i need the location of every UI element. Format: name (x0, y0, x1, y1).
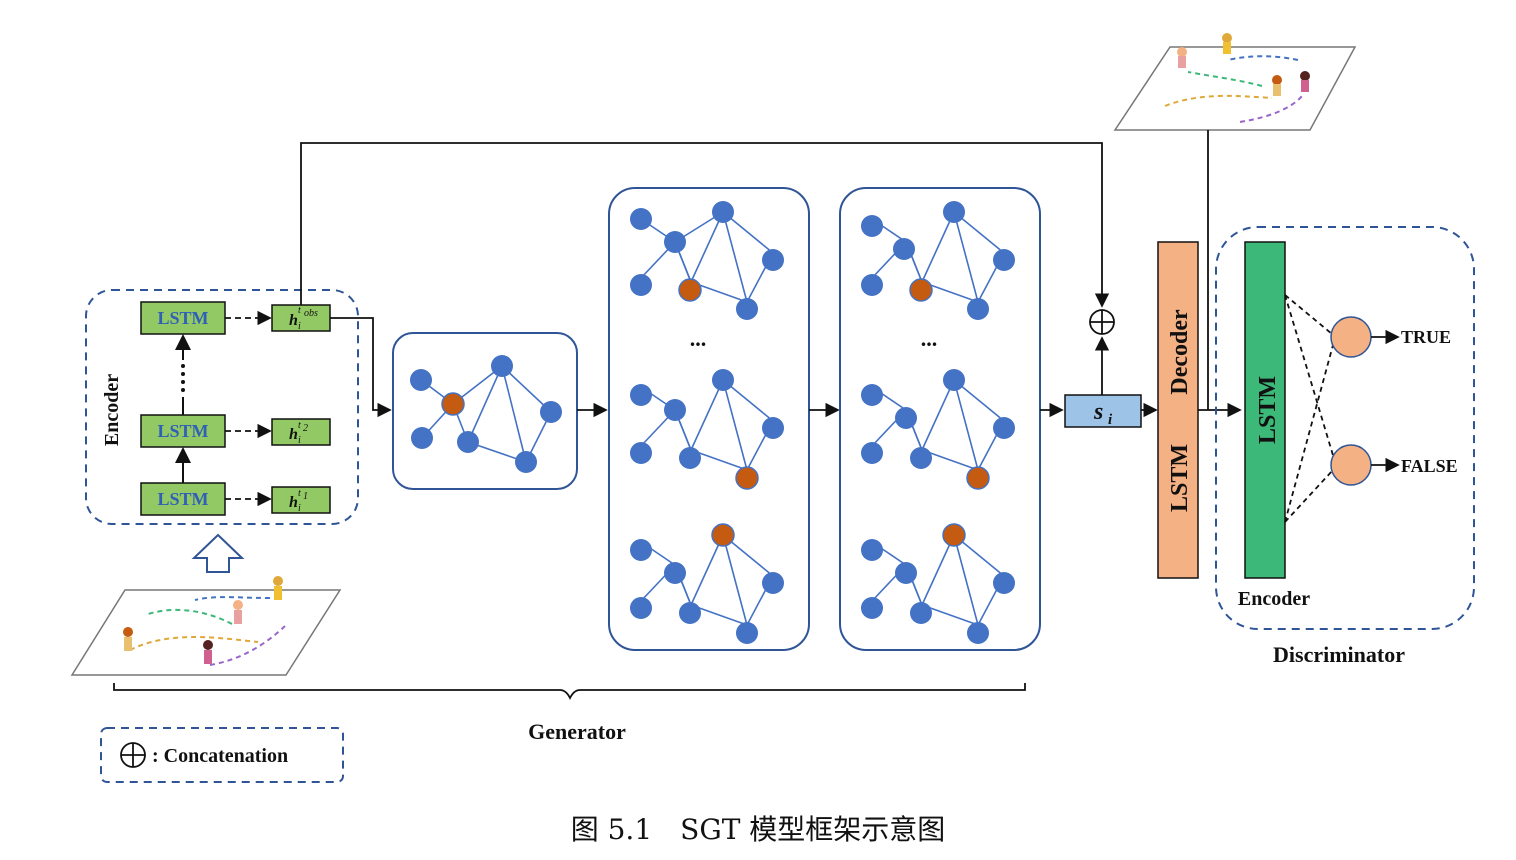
generator-label: Generator (528, 719, 626, 744)
graph-column-a (608, 187, 810, 651)
decoder-box (1157, 241, 1199, 579)
figure-caption: 图 5.1 SGT 模型框架示意图 (570, 813, 946, 846)
concat-legend-icon (120, 742, 146, 768)
discriminator-connections (1284, 294, 1336, 523)
graph-a-top (630, 201, 784, 320)
graph-b-mid (861, 369, 1015, 490)
true-output-node (1330, 316, 1372, 358)
input-trajectory-scene (70, 576, 342, 676)
si-box (1064, 394, 1142, 428)
concatenation-legend-label: : Concatenation (152, 745, 288, 767)
concat-symbol (1089, 309, 1115, 335)
ellipsis-a: ... (690, 326, 707, 351)
svg-text:h: h (289, 312, 298, 329)
hidden-state-1 (271, 486, 331, 514)
graph-b-top (861, 201, 1015, 320)
svg-text:obs: obs (304, 308, 318, 319)
decoder-lstm-label: LSTM (1167, 444, 1193, 512)
discriminator-label: Discriminator (1273, 642, 1405, 667)
input-up-arrow (191, 533, 245, 573)
encoder-label: Encoder (101, 374, 123, 446)
graph-box-1 (392, 332, 578, 490)
lstm-label-2: LSTM (157, 421, 208, 441)
output-trajectory-scene (1113, 33, 1357, 131)
true-label: TRUE (1401, 327, 1451, 347)
lstm-label-1: LSTM (157, 489, 208, 509)
svg-text:i: i (298, 435, 301, 446)
graph-b-bottom (861, 523, 1015, 644)
discriminator-lstm-box (1244, 241, 1286, 579)
svg-text:2: 2 (303, 423, 308, 434)
false-label: FALSE (1401, 456, 1458, 476)
ellipsis-b: ... (921, 326, 938, 351)
svg-text:i: i (298, 321, 301, 332)
svg-text:s: s (1093, 399, 1103, 425)
graph-a-mid (630, 369, 784, 490)
discriminator-lstm-label: LSTM (1255, 376, 1281, 444)
graph-column-b (839, 187, 1041, 651)
svg-text:t: t (298, 488, 301, 499)
vertical-ellipsis (181, 364, 185, 392)
graph-1 (410, 355, 562, 473)
generator-brace (113, 683, 1026, 701)
svg-text:h: h (289, 494, 298, 511)
svg-text:i: i (1108, 412, 1113, 428)
discriminator-box (1215, 226, 1475, 630)
discriminator-encoder-label: Encoder (1238, 588, 1310, 610)
lstm-box-obs (140, 301, 226, 335)
svg-text:t: t (298, 305, 301, 316)
graph-a-bottom (630, 523, 784, 644)
legend-box (100, 727, 344, 783)
svg-text:i: i (298, 503, 301, 514)
decoder-label: Decoder (1167, 309, 1193, 395)
svg-text:h: h (289, 426, 298, 443)
hidden-state-obs (271, 304, 331, 332)
false-output-node (1330, 444, 1372, 486)
encoder-box (85, 289, 359, 525)
svg-text:t: t (298, 420, 301, 431)
svg-text:1: 1 (303, 491, 308, 502)
hidden-state-2 (271, 418, 331, 446)
lstm-label-obs: LSTM (157, 308, 208, 328)
